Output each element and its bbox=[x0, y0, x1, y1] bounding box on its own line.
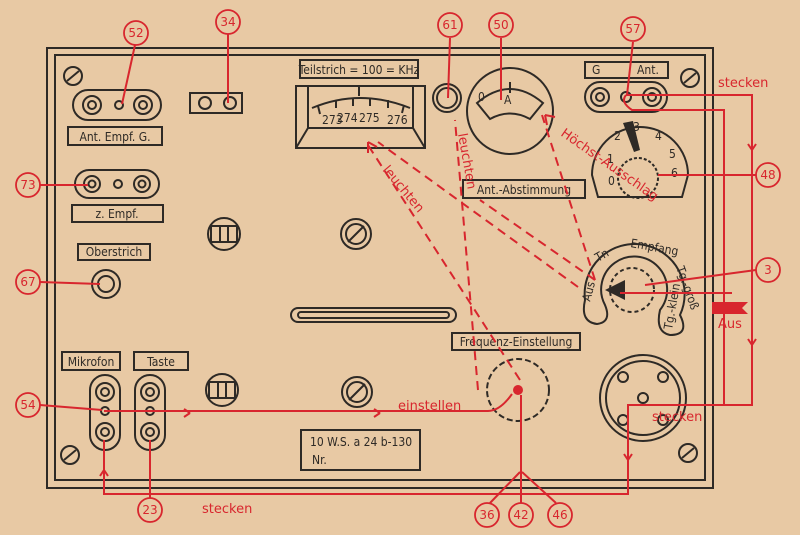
frequenz-einstellung-label: Frequenz-Einstellung bbox=[460, 335, 573, 349]
frequency-scale-window: 273 274 275 276 bbox=[295, 85, 426, 149]
svg-text:46: 46 bbox=[552, 508, 567, 522]
svg-text:57: 57 bbox=[625, 22, 640, 36]
mode-switch[interactable]: Aus Tn Empfang Tg.-groß Tg.-klein bbox=[579, 236, 702, 337]
callout-3: 3 bbox=[644, 257, 781, 286]
callout-54: 54 bbox=[15, 392, 103, 418]
ant-empf-g-jacks[interactable] bbox=[72, 89, 162, 121]
callout-73: 73 bbox=[15, 172, 88, 198]
screw-icon bbox=[60, 445, 80, 465]
teilstrich-label: Teilstrich = 100 = KHz bbox=[298, 63, 420, 77]
switch-label-empfang: Empfang bbox=[629, 236, 679, 258]
type-plate bbox=[300, 429, 421, 471]
panel-inner-border bbox=[54, 54, 706, 481]
meter-zero: 0 bbox=[478, 90, 485, 104]
switch-label-aus: Aus bbox=[579, 280, 598, 303]
ant-empf-g-label: Ant. Empf. G. bbox=[79, 130, 150, 144]
fuse-holder-icon bbox=[207, 217, 241, 251]
handle-bar bbox=[290, 307, 457, 323]
callout-46: 46 bbox=[521, 471, 573, 528]
panel-outer-border bbox=[46, 47, 714, 489]
switch-label-tg-klein: Tg.-klein bbox=[661, 282, 683, 331]
lamp-socket-icon bbox=[340, 218, 372, 250]
meter-unit: A bbox=[504, 93, 512, 107]
type-plate-line2: Nr. bbox=[312, 453, 327, 467]
screw-icon bbox=[63, 66, 83, 86]
frequency-knob[interactable] bbox=[486, 358, 550, 422]
scale-tick-273: 273 bbox=[322, 113, 343, 127]
oberstrich-label: Oberstrich bbox=[86, 245, 143, 259]
scale-tick-275: 275 bbox=[359, 111, 380, 125]
dial-number-2: 2 bbox=[614, 129, 621, 143]
callout-36: 36 bbox=[474, 471, 521, 528]
indicator-lamp bbox=[432, 83, 462, 113]
svg-text:73: 73 bbox=[20, 178, 35, 192]
type-plate-line1: 10 W.S. a 24 b-130 bbox=[310, 435, 412, 449]
svg-text:36: 36 bbox=[479, 508, 494, 522]
dial-number-1: 1 bbox=[607, 152, 614, 166]
dial-number-3: 3 bbox=[633, 120, 640, 134]
mikrofon-label: Mikrofon bbox=[68, 355, 115, 369]
callout-67: 67 bbox=[15, 269, 101, 295]
callout-52: 52 bbox=[121, 20, 149, 105]
screw-icon bbox=[680, 68, 700, 88]
callout-23: 23 bbox=[137, 440, 163, 523]
mikrofon-jacks[interactable] bbox=[89, 374, 121, 451]
fuse-holder-icon bbox=[205, 373, 239, 407]
svg-text:48: 48 bbox=[760, 168, 775, 182]
switch-label-tn: Tn bbox=[592, 246, 612, 265]
g-ant-jacks[interactable] bbox=[584, 81, 668, 113]
lamp-socket-icon bbox=[341, 376, 373, 408]
callout-34: 34 bbox=[215, 9, 241, 103]
dial-number-4: 4 bbox=[655, 129, 662, 143]
z-empf-label: z. Empf. bbox=[95, 207, 138, 221]
terminal-block-34 bbox=[189, 92, 243, 114]
annotation-stecken-top: stecken bbox=[718, 76, 768, 91]
taste-jacks[interactable] bbox=[134, 374, 166, 451]
dial-number-5: 5 bbox=[669, 147, 676, 161]
svg-text:50: 50 bbox=[493, 18, 508, 32]
svg-text:34: 34 bbox=[220, 15, 235, 29]
antenna-ammeter: A 0 bbox=[466, 67, 554, 155]
svg-text:52: 52 bbox=[128, 26, 143, 40]
callout-61: 61 bbox=[437, 12, 463, 99]
screw-icon bbox=[678, 443, 698, 463]
callout-57: 57 bbox=[620, 16, 646, 96]
ant-label: Ant. bbox=[637, 63, 659, 77]
dial-number-6: 6 bbox=[671, 166, 678, 180]
red-connection-lines bbox=[99, 94, 757, 495]
taste-label: Taste bbox=[146, 355, 175, 369]
annotation-stecken-bottom: stecken bbox=[202, 502, 252, 517]
svg-text:61: 61 bbox=[442, 18, 457, 32]
annotation-leuchten-1: leuchten bbox=[379, 163, 427, 216]
svg-text:54: 54 bbox=[20, 398, 35, 412]
dial-number-0: 0 bbox=[608, 174, 615, 188]
callout-42: 42 bbox=[508, 395, 534, 528]
annotation-einstellen: einstellen bbox=[398, 399, 461, 414]
annotation-aus: Aus bbox=[718, 317, 742, 332]
svg-text:3: 3 bbox=[764, 263, 772, 277]
svg-text:42: 42 bbox=[513, 508, 528, 522]
ant-abstimmung-label: Ant.-Abstimmung bbox=[477, 183, 571, 197]
callout-48: 48 bbox=[658, 162, 781, 188]
g-label: G bbox=[592, 63, 600, 77]
scale-tick-274: 274 bbox=[337, 111, 358, 125]
scale-tick-276: 276 bbox=[387, 113, 408, 127]
annotation-stecken-right: stecken bbox=[652, 410, 702, 425]
power-socket[interactable] bbox=[599, 354, 687, 442]
antenna-tuning-dial[interactable]: 0 1 2 3 4 5 6 bbox=[590, 120, 690, 199]
svg-text:67: 67 bbox=[20, 275, 35, 289]
svg-text:23: 23 bbox=[142, 503, 157, 517]
callout-50: 50 bbox=[488, 12, 514, 100]
